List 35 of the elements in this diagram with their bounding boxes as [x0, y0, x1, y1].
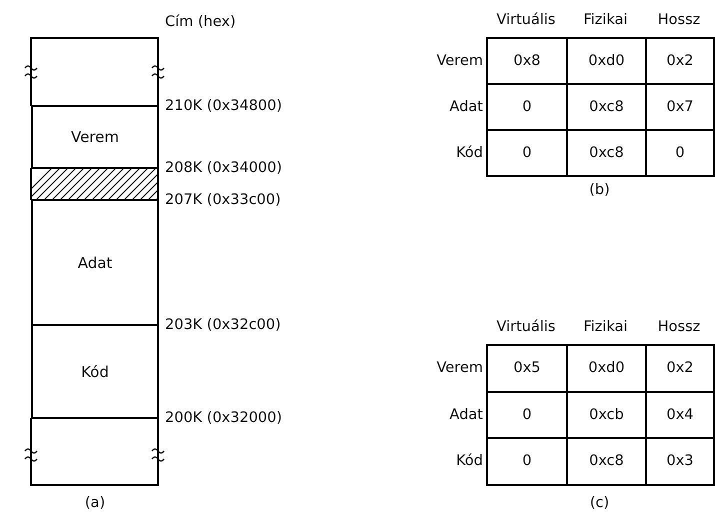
address-label: 208K (0x34000) [165, 159, 282, 177]
column-header: Hossz [658, 318, 700, 336]
table-cell: 0x3 [645, 437, 715, 486]
table-cell: 0x2 [645, 344, 715, 392]
table-cell: 0x8 [486, 37, 568, 85]
row-header: Verem [436, 52, 483, 70]
column-header: Virtuális [496, 11, 556, 29]
table-cell: 0 [486, 129, 568, 177]
column-header: Fizikai [584, 318, 628, 336]
row-header: Kód [456, 452, 483, 470]
figure-caption: (a) [84, 494, 106, 512]
table-cell: 0x2 [645, 37, 715, 85]
row-header: Adat [450, 406, 483, 424]
address-label: 200K (0x32000) [165, 409, 282, 427]
row-header: Adat [450, 98, 483, 116]
address-label: 203K (0x32c00) [165, 316, 281, 334]
column-header: Fizikai [584, 11, 628, 29]
figure-caption: (c) [590, 494, 610, 512]
column-header: Hossz [658, 11, 700, 29]
address-label: 210K (0x34800) [165, 97, 282, 115]
column-header: Virtuális [496, 318, 556, 336]
segment-label: Adat [78, 254, 112, 272]
row-header: Kód [456, 144, 483, 162]
table-cell: 0 [645, 129, 715, 177]
address-label: 207K (0x33c00) [165, 191, 281, 209]
table-cell: 0 [486, 437, 568, 486]
segment-label: Kód [81, 362, 109, 380]
figure-caption: (b) [589, 181, 610, 199]
address-label: Cím (hex) [165, 13, 236, 31]
row-header: Verem [436, 359, 483, 378]
segment-label: Verem [70, 128, 119, 146]
table-cell: 0x5 [486, 344, 568, 392]
memory-segment [31, 324, 159, 419]
memory-segment [31, 105, 159, 169]
memory-segment [31, 199, 159, 326]
